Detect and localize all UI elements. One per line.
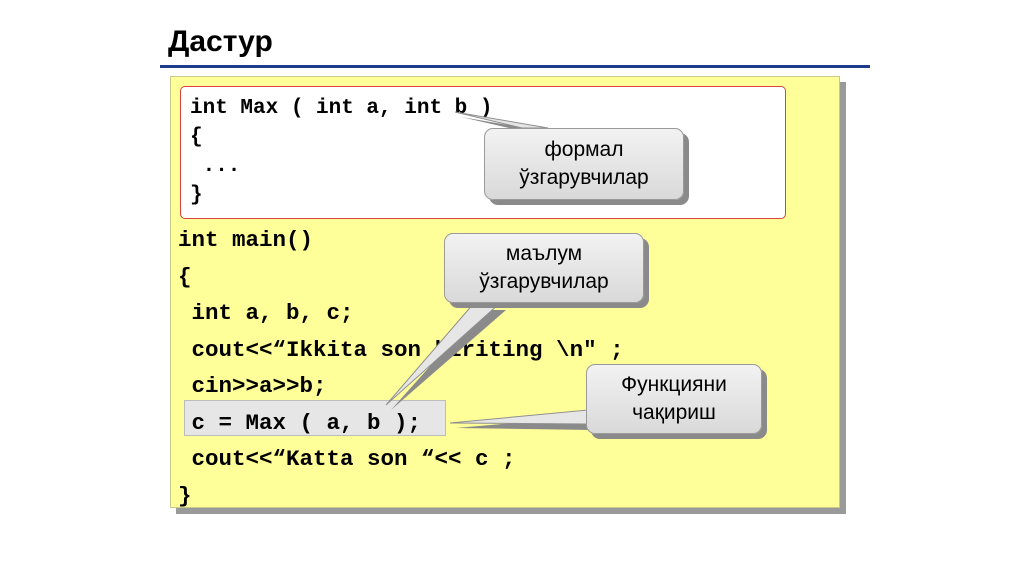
title-underline	[160, 65, 870, 68]
code-line: int Max ( int a, int b )	[190, 97, 493, 120]
callout-line: Функцияни	[621, 373, 727, 396]
callout-formal-variables: формал ўзгарувчилар	[484, 128, 684, 200]
code-line: int main()	[178, 227, 314, 253]
callout-line: ўзгарувчилар	[479, 270, 609, 293]
function-code: int Max ( int a, int b ) { ... }	[190, 94, 492, 210]
call-pointer	[449, 409, 589, 425]
function-call-highlight	[184, 400, 446, 436]
callout-line: маълум	[505, 242, 583, 265]
known-pointer-shadow	[391, 310, 506, 410]
main-code: int main() { int a, b, c; cout<<“Ikkita …	[178, 222, 624, 514]
callout-function-call: Функцияни чақириш	[586, 364, 762, 434]
code-line: {	[190, 126, 203, 149]
callout-line: чақириш	[632, 401, 716, 424]
code-line: }	[178, 482, 192, 509]
code-line: {	[178, 263, 192, 290]
slide-title: Дастур	[168, 25, 273, 58]
code-line: cout<<“Ikkita son kiriting \n" ;	[178, 336, 624, 363]
code-line: cout<<“Katta son “<< c ;	[178, 446, 516, 472]
callout-line: ўзгарувчилар	[519, 166, 649, 189]
function-definition-box	[180, 86, 786, 219]
callout-known-variables: маълум ўзгарувчилар	[444, 233, 644, 303]
known-pointer	[385, 302, 502, 406]
code-line: int a, b, c;	[178, 300, 354, 326]
code-line: c = Max ( a, b );	[178, 409, 422, 436]
code-line: ...	[190, 155, 241, 178]
code-line: cin>>a>>b;	[178, 373, 327, 399]
code-line: }	[190, 184, 203, 207]
callout-line: формал	[544, 138, 624, 161]
